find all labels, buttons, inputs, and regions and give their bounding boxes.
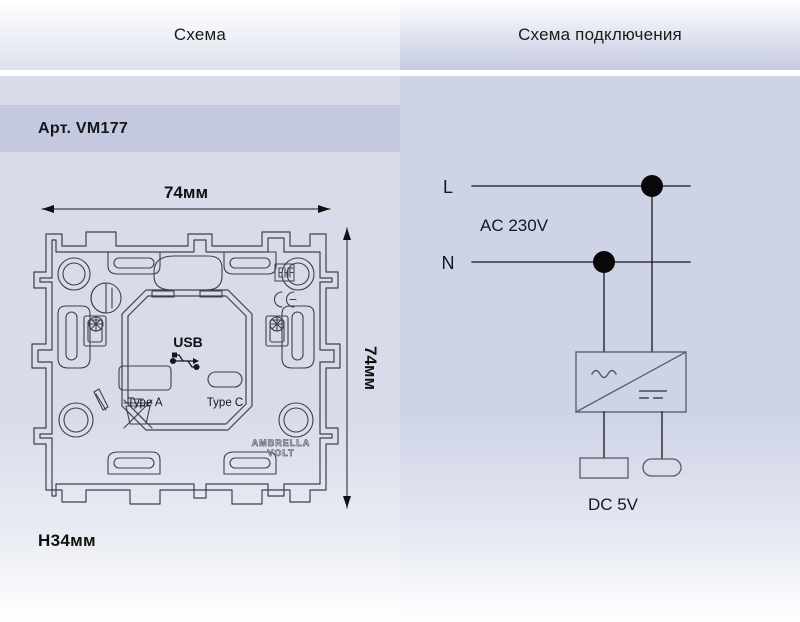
claw-slot-top-left xyxy=(107,251,161,275)
width-dimension-label: 74мм xyxy=(164,183,208,202)
wiring-diagram: L N AC 230V DC 5V xyxy=(442,175,691,514)
usb-type-a-connector xyxy=(579,457,629,479)
output-voltage-label: DC 5V xyxy=(588,495,639,514)
usb-type-c-connector xyxy=(642,458,682,477)
tab-scheme[interactable]: Схема xyxy=(0,0,400,70)
terminal-live-label: L xyxy=(443,177,453,197)
claw-slot-top-right xyxy=(223,251,277,275)
dimension-arrow-width xyxy=(41,205,331,213)
mount-hole-bottom-left xyxy=(58,402,94,438)
tab-wiring-diagram[interactable]: Схема подключения xyxy=(400,0,800,70)
tab-scheme-label: Схема xyxy=(173,25,227,44)
content-panels: Арт. VM177 xyxy=(0,76,800,622)
ac-dc-converter-symbol xyxy=(575,351,687,413)
screw-right xyxy=(269,316,285,332)
mounting-frame xyxy=(31,231,341,505)
eac-mark xyxy=(274,263,295,282)
junction-dot-neutral xyxy=(593,251,615,273)
front-plate xyxy=(121,289,253,431)
junction-dot-live xyxy=(641,175,663,197)
adjust-screw-icon xyxy=(90,282,122,314)
product-drawing: USB Type A Type C AMBRELLA VOLT xyxy=(31,183,380,509)
claw-slot-bottom-right xyxy=(223,451,277,475)
article-label: Арт. VM177 xyxy=(38,119,129,137)
brand-line-2: VOLT xyxy=(267,448,294,458)
usb-port-type-c xyxy=(207,371,243,388)
tab-wiring-diagram-label: Схема подключения xyxy=(518,25,682,44)
side-slot-right-upper xyxy=(281,305,315,369)
tool-mark-icon xyxy=(93,388,109,411)
mount-hole-bottom-right xyxy=(278,402,314,438)
article-band: Арт. VM177 xyxy=(0,105,400,152)
front-plate-tabs xyxy=(151,290,223,298)
ce-mark xyxy=(274,291,297,308)
terminal-neutral-label: N xyxy=(442,253,455,273)
port-c-caption: Type C xyxy=(207,397,243,409)
panel-wiring: L N AC 230V DC 5V xyxy=(400,76,800,622)
supply-voltage-label: AC 230V xyxy=(480,216,549,235)
mount-hole-top-right xyxy=(281,257,315,291)
dimension-arrow-height xyxy=(343,227,351,509)
brand-line-1: AMBRELLA xyxy=(252,438,311,448)
height-dimension-label: 74мм xyxy=(361,346,380,390)
side-slot-left-lower xyxy=(83,315,107,347)
screw-left xyxy=(88,316,104,332)
brand-text: AMBRELLA VOLT xyxy=(251,438,311,459)
mount-hole-top-left xyxy=(57,257,91,291)
panel-scheme: Арт. VM177 xyxy=(0,76,400,622)
depth-label: H34мм xyxy=(38,531,96,550)
usb-label: USB xyxy=(173,334,203,350)
usb-trident-icon xyxy=(169,352,200,371)
usb-port-type-a xyxy=(118,365,172,391)
tab-bar: Схема Схема подключения xyxy=(0,0,800,70)
claw-slot-bottom-left xyxy=(107,451,161,475)
center-oval-cutout xyxy=(153,255,223,291)
side-slot-left-upper xyxy=(57,305,91,369)
port-a-caption: Type A xyxy=(127,397,162,409)
